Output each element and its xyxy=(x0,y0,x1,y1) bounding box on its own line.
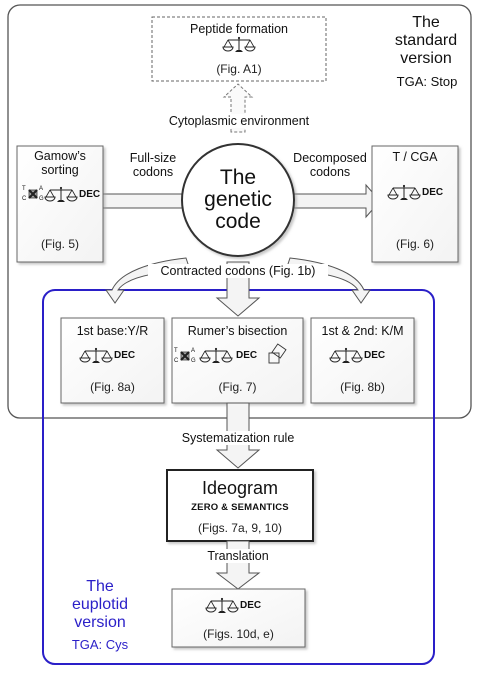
ideogram-box xyxy=(166,469,314,542)
nucleotide-letters: T A C G xyxy=(22,186,46,202)
euplotid-title-line: The xyxy=(86,578,114,595)
bottom-dec-label: DEC xyxy=(240,600,262,611)
contracted-codons-label: Contracted codons (Fig. 1b) xyxy=(148,264,328,279)
standard-title-line: standard xyxy=(394,31,458,49)
rumer-bisection-box xyxy=(171,317,304,404)
gamow-title-line: Gamow’s xyxy=(34,149,86,163)
standard-title-line: version xyxy=(400,49,452,67)
genetic-code-circle xyxy=(181,143,295,257)
full-size-codons-label: Full-size codons xyxy=(118,151,188,180)
gamow-fig: (Fig. 5) xyxy=(40,237,79,251)
standard-tga-label: TGA: Stop xyxy=(396,74,458,89)
euplotid-title-line: version xyxy=(74,613,126,631)
standard-version-title: The standard version xyxy=(376,14,476,68)
gamow-sorting-box xyxy=(16,145,104,263)
decomposed-line: Decomposed xyxy=(293,151,367,165)
rumer-fig: (Fig. 7) xyxy=(218,380,257,394)
first-base-fig: (Fig. 8a) xyxy=(90,380,135,394)
first-second-title: 1st & 2nd: K/M xyxy=(321,324,404,338)
ideogram-title: Ideogram xyxy=(201,478,279,498)
systematization-rule-label: Systematization rule xyxy=(160,431,316,446)
gamow-title-line: sorting xyxy=(41,162,79,177)
center-line: genetic xyxy=(204,188,272,212)
genetic-code-label: The genetic code xyxy=(186,166,290,234)
nucleotide-t: T xyxy=(22,186,26,192)
rumer-nucleotide-letters: T A C G xyxy=(174,348,198,364)
translation-target-box xyxy=(171,588,306,648)
nucleotide-g: G xyxy=(191,358,196,364)
euplotid-version-title: The euplotid version xyxy=(52,578,148,632)
translation-label: Translation xyxy=(190,549,286,564)
center-line: code xyxy=(215,210,261,234)
first-second-fig: (Fig. 8b) xyxy=(340,380,385,394)
decomposed-codons-arrow xyxy=(291,183,381,219)
t-cga-box xyxy=(371,145,459,263)
gamow-sorting-title: Gamow’s sorting xyxy=(17,149,103,178)
decomposed-line: codons xyxy=(309,165,351,180)
full-size-line: codons xyxy=(132,165,174,180)
ideogram-fig: (Figs. 7a, 9, 10) xyxy=(197,521,283,535)
standard-title-line: The xyxy=(412,14,440,31)
t-cga-dec-label: DEC xyxy=(422,187,444,198)
nucleotide-a: A xyxy=(39,186,44,192)
nucleotide-c: C xyxy=(174,358,179,364)
peptide-formation-title: Peptide formation xyxy=(190,22,288,36)
nucleotide-a: A xyxy=(191,348,196,354)
nucleotide-c: C xyxy=(22,196,27,202)
rumer-bisection-title: Rumer’s bisection xyxy=(187,324,288,338)
center-line: The xyxy=(219,166,257,189)
full-size-line: Full-size xyxy=(129,151,177,165)
first-second-dec-label: DEC xyxy=(364,350,386,361)
rumer-dec-label: DEC xyxy=(236,350,258,361)
first-second-box xyxy=(310,317,415,404)
t-cga-fig: (Fig. 6) xyxy=(395,237,434,251)
gamow-dec-label: DEC xyxy=(79,189,101,200)
square-rotation-icon xyxy=(268,343,287,364)
ideogram-subtitle: ZERO & SEMANTICS xyxy=(191,502,289,513)
t-cga-title: T / CGA xyxy=(392,150,438,164)
nucleotide-t: T xyxy=(174,348,178,354)
first-base-title: 1st base:Y/R xyxy=(76,324,149,338)
euplotid-title-line: euplotid xyxy=(71,595,129,613)
euplotid-tga-label: TGA: Cys xyxy=(71,637,129,652)
decomposed-codons-label: Decomposed codons xyxy=(286,151,374,180)
first-base-box xyxy=(60,317,165,404)
first-base-dec-label: DEC xyxy=(114,350,136,361)
cytoplasmic-environment-label: Cytoplasmic environment xyxy=(150,114,328,129)
nucleotide-g: G xyxy=(39,196,44,202)
peptide-formation-fig: (Fig. A1) xyxy=(216,62,262,76)
bottom-fig: (Figs. 10d, e) xyxy=(203,627,274,641)
